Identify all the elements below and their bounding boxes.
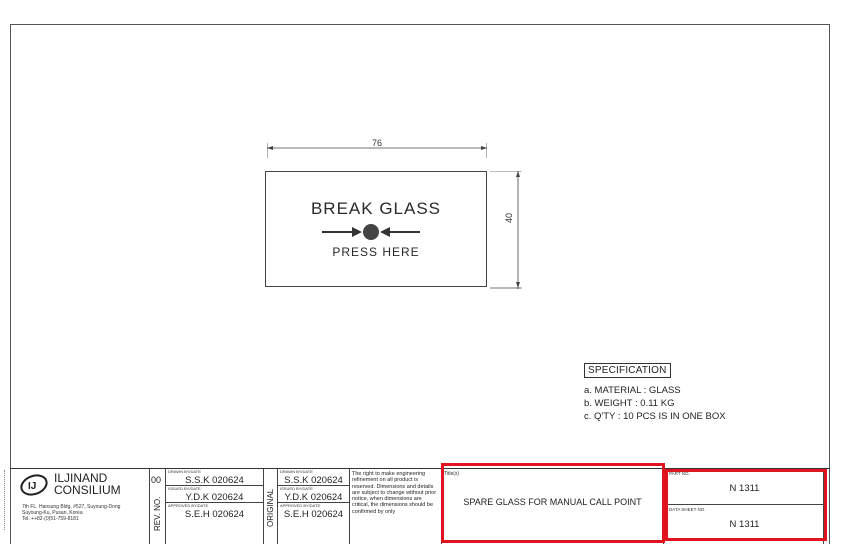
original-cell: ORIGINAL: [264, 469, 278, 544]
plate-title: BREAK GLASS: [310, 199, 442, 218]
width-dimension-label: 76: [371, 138, 382, 148]
company-address: 7th FL. Hansung Bldg, #527, Suyoung-Dong…: [22, 504, 121, 522]
title-block: IJ ILJINAND CONSILIUM 7th FL. Hansung Bl…: [10, 468, 830, 544]
company-cell: IJ ILJINAND CONSILIUM 7th FL. Hansung Bl…: [10, 469, 150, 544]
signature-row: APPROVED BY/DATE S.E.H 020624: [280, 503, 344, 520]
signature-row: ISSUED BY/DATE Y.D.K 020624: [166, 486, 263, 503]
part-no-caption: PART NO.: [669, 471, 690, 476]
specification-heading: SPECIFICATION: [584, 363, 671, 378]
part-no-value: N 1311: [729, 483, 760, 494]
title-caption: Title(s): [444, 471, 460, 477]
signature-row: ISSUED BY/DATE Y.D.K 020624: [278, 486, 349, 503]
spec-line: b. WEIGHT : 0.11 KG: [584, 398, 675, 409]
title-highlight-box: [441, 463, 665, 543]
signature-row: APPROVED BY/DATE S.E.H 020624: [168, 503, 245, 520]
datasheet-value: N 1311: [729, 519, 760, 530]
break-glass-plate: BREAK GLASS PRESS HERE: [265, 171, 487, 287]
width-dimension-line-icon: [267, 143, 487, 158]
plate-subtitle: PRESS HERE: [332, 245, 420, 259]
revision-signatures: DRAWN BY/DATE S.S.K 020624 ISSUED BY/DAT…: [166, 469, 264, 544]
spec-line: c. Q'TY : 10 PCS IS IN ONE BOX: [584, 411, 726, 422]
drawing-title: SPARE GLASS FOR MANUAL CALL POINT: [463, 497, 642, 507]
width-dimension: 76: [267, 138, 487, 158]
part-number-cell: PART NO. N 1311 DATA SHEET NO. N 1311: [666, 469, 824, 544]
height-dimension-label: 40: [504, 212, 514, 223]
revision-number: 00: [151, 475, 162, 485]
press-target-arrows-icon: [322, 224, 420, 240]
part-number-highlight-box: [665, 469, 827, 541]
notice-text: The right to make engineering refinement…: [352, 471, 437, 515]
specification-block: SPECIFICATION a. MATERIAL : GLASS b. WEI…: [584, 360, 726, 423]
drawing-frame: [10, 24, 830, 544]
signature-row: DRAWN BY/DATE S.S.K 020624: [278, 469, 349, 486]
notice-cell: The right to make engineering refinement…: [350, 469, 442, 544]
original-signatures: DRAWN BY/DATE S.S.K 020624 ISSUED BY/DAT…: [278, 469, 350, 544]
signature-row: DRAWN BY/DATE S.S.K 020624: [166, 469, 263, 486]
company-name: ILJINAND CONSILIUM: [54, 471, 121, 497]
height-dimension-line-icon: [490, 171, 522, 289]
revision-cell: 00 REV. NO.: [150, 469, 166, 544]
part-no-row: PART NO. N 1311: [666, 469, 823, 505]
company-logo-icon: IJ: [20, 474, 48, 496]
frame-edge-mark: [4, 470, 10, 530]
original-label: ORIGINAL: [266, 488, 275, 527]
spec-line: a. MATERIAL : GLASS: [584, 385, 681, 396]
svg-text:IJ: IJ: [28, 481, 36, 492]
datasheet-caption: DATA SHEET NO.: [669, 507, 706, 512]
height-dimension: 40: [490, 171, 522, 289]
datasheet-row: DATA SHEET NO. N 1311: [666, 505, 823, 541]
revision-label: REV. NO.: [153, 496, 162, 531]
